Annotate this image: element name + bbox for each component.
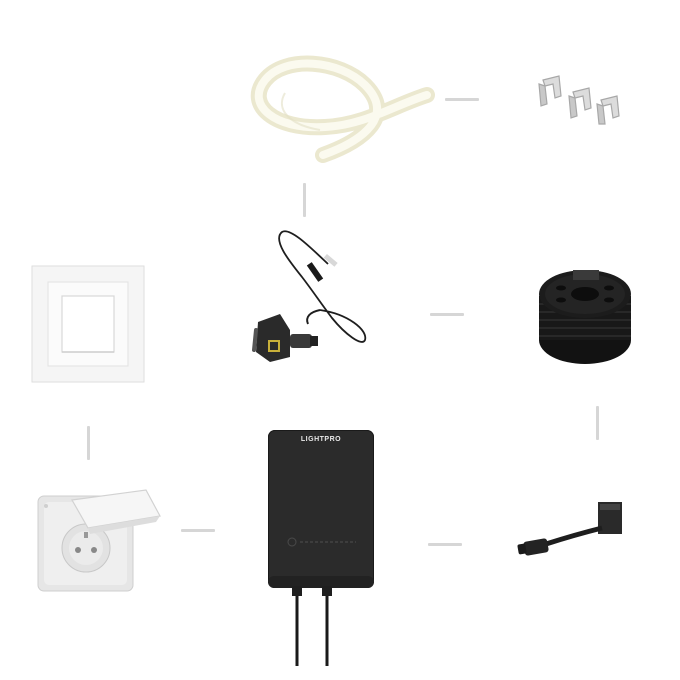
connector-cable-to-reel [430,313,464,316]
transformer-details [268,537,374,588]
extension-connector-image [517,502,622,556]
mounting-clips [535,70,635,125]
power-cable-with-plug [250,222,370,367]
lightpro-transformer: LIGHTPRO [268,430,374,666]
transformer-housing: LIGHTPRO [268,430,374,588]
led-neon-strip [245,45,435,163]
connector-switch-to-socket [87,426,90,460]
outdoor-socket-image [37,489,161,592]
wall-switch-image [31,265,145,383]
wall-switch [31,265,145,383]
transformer-brand-label: LIGHTPRO [300,436,342,443]
led-neon-strip-image [250,55,435,163]
power-cable-image [252,230,367,362]
connector-transformer-to-plug [428,543,462,546]
cable-reel [535,262,635,367]
extension-cable-connector [516,502,628,562]
cable-reel-image [539,270,631,364]
transformer-cables [292,586,332,666]
outdoor-socket [37,486,163,594]
connector-strip-to-clips [445,98,479,101]
connector-reel-to-plug [596,406,599,440]
connector-socket-to-transformer [181,529,215,532]
connector-strip-to-cable [303,183,306,217]
mounting-clips-image [538,75,620,125]
